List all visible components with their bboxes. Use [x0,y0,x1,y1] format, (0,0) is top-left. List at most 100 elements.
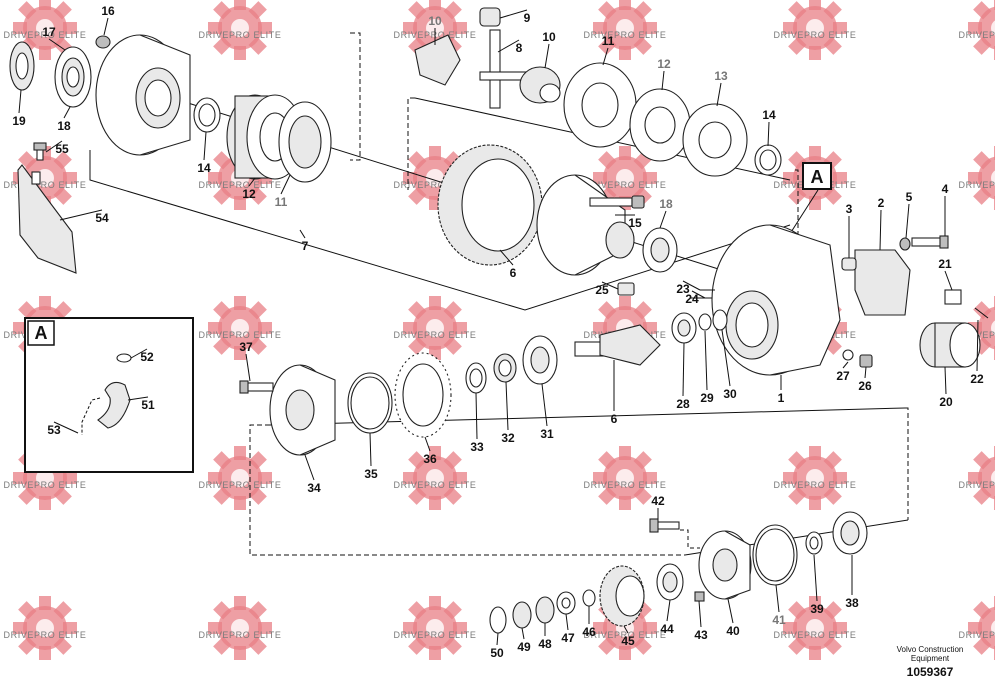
callout-leader [369,432,372,467]
callout-number: 49 [517,640,531,654]
callout-number: 5 [906,190,913,204]
callout-number: 11 [602,34,615,48]
watermark-text: DRIVEPRO ELITE [774,630,857,640]
callout-number: 38 [845,596,859,610]
callout-number: 44 [660,622,674,636]
callout-leader [280,174,291,195]
callout-number: 19 [12,114,26,128]
callout-leader [944,270,953,291]
callout-leader [245,353,251,382]
detail-a-ref: A [802,162,832,190]
callout-leader [602,47,609,66]
callout-leader [623,625,629,634]
callout-leader [716,82,722,107]
callout-number: 11 [275,195,288,209]
bevel-gear-10-right [519,66,561,104]
watermark-text: DRIVEPRO ELITE [394,330,477,340]
callout-number: 4 [942,182,949,196]
callout-number: 55 [55,142,69,156]
axle-housing-1 [711,224,841,376]
cover-40 [698,530,752,600]
callout-leader [130,348,148,359]
bolt-4 [911,235,949,249]
callout-number: 12 [242,187,256,201]
hub-housing-7 [95,34,191,156]
watermark-text: DRIVEPRO ELITE [199,480,282,490]
watermark-text: DRIVEPRO ELITE [4,480,87,490]
callout-number: 15 [628,216,642,230]
callout-leader [704,330,708,391]
callout-number: 21 [938,257,952,271]
bolt-15 [589,195,645,209]
ring-30 [712,309,728,331]
disc-13 [682,103,748,177]
watermark-text: DRIVEPRO ELITE [959,30,995,40]
bolt-55 [33,142,47,161]
watermark-text: DRIVEPRO ELITE [584,30,667,40]
callout-leader [505,381,509,431]
callout-leader [879,209,882,251]
callout-number: 17 [42,25,56,39]
watermark-gear-icon [208,596,272,660]
watermark-gear-icon [593,0,657,60]
footer-drawing-id: 1059367 [907,665,954,678]
watermark-text: DRIVEPRO ELITE [394,480,477,490]
bearing-28 [671,312,697,344]
callout-leader [53,421,79,434]
bearing-17-18 [54,46,92,108]
snap-ring-50 [489,606,507,634]
shim-33 [465,362,487,394]
callout-number: 39 [810,602,824,616]
watermark-gear-icon [783,0,847,60]
watermark-text: DRIVEPRO ELITE [394,180,477,190]
callout-leader [299,229,306,239]
callout-number: 37 [239,340,253,354]
ring-39 [805,531,823,555]
washer-49 [512,601,532,629]
plug-26-27 [842,349,873,368]
callout-number: 27 [836,369,850,383]
callout-leader [521,627,525,640]
callout-leader [944,366,947,395]
callout-leader [767,121,770,147]
watermark-gear-icon [593,446,657,510]
plug-9 [479,7,501,27]
sleeve-11-left [278,101,332,183]
callout-number: 20 [939,395,953,409]
callout-leader [48,38,66,51]
disc-12-right [629,88,691,162]
callout-leader [544,43,550,69]
bearing-cap-2 [854,249,911,316]
callout-leader [721,329,731,387]
gasket-36 [394,352,452,438]
callout-number: 18 [659,197,673,211]
callout-leader [496,632,499,646]
callout-number: 50 [490,646,504,660]
watermark-gear-icon [968,0,995,60]
bolt-43 [694,591,705,602]
callout-leader [248,177,256,187]
callout-number: 12 [657,57,671,71]
callout-leader [18,89,22,114]
washer-5 [899,237,911,251]
callout-number: 24 [685,292,699,306]
watermark-text: DRIVEPRO ELITE [199,630,282,640]
sleeve-3 [841,257,857,271]
watermark-text: DRIVEPRO ELITE [199,30,282,40]
watermark-gear-icon [403,596,467,660]
callout-number: 10 [542,30,556,44]
flange-34 [269,364,336,456]
pinion-6 [574,324,661,366]
callout-leader [475,392,478,440]
callout-number: 31 [540,427,554,441]
watermark-text: DRIVEPRO ELITE [4,30,87,40]
adjusting-nut-20 [919,322,981,368]
callout-number: 23 [676,282,690,296]
bearing-44 [656,563,684,601]
washer-48 [535,596,555,624]
watermark-text: DRIVEPRO ELITE [584,630,667,640]
callout-leader [698,600,702,628]
callout-leader [976,319,979,372]
